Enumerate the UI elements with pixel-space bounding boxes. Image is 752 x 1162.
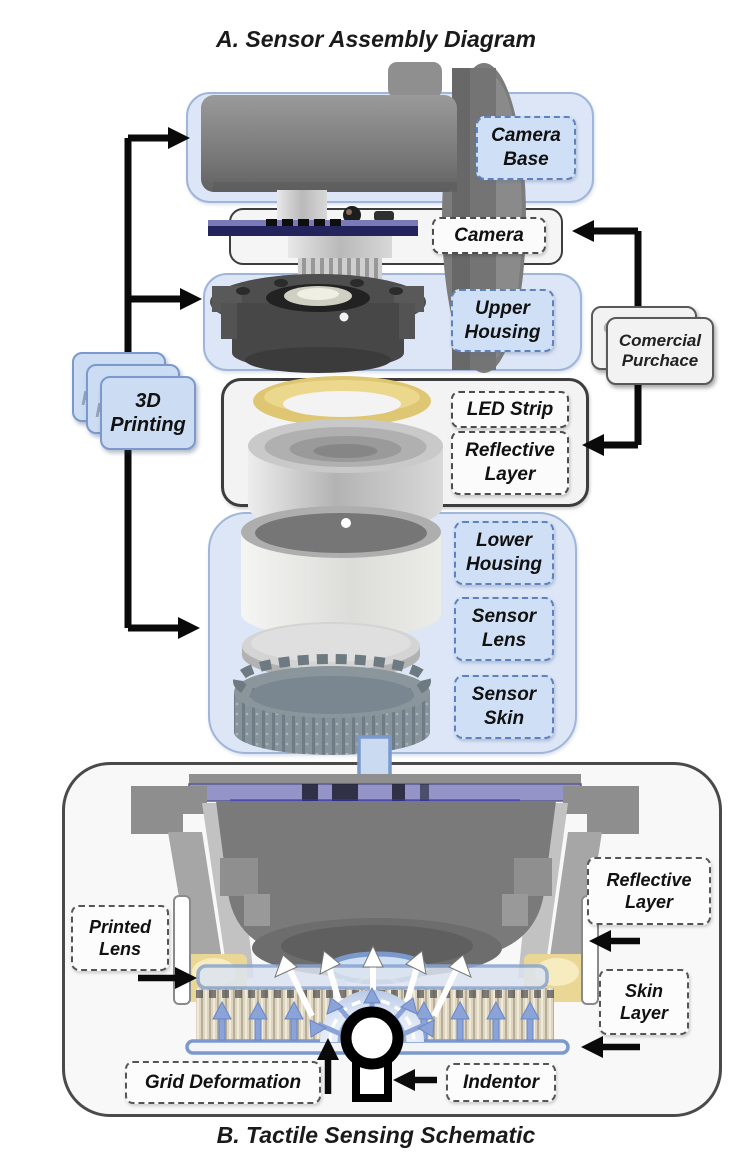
section-a-title: A. Sensor Assembly Diagram [216, 26, 536, 52]
label-skin-layer: Skin Layer [599, 969, 689, 1035]
label-camera: Camera [432, 217, 546, 254]
lower-housing-render [241, 506, 441, 638]
label-sensor-skin: Sensor Skin [454, 675, 554, 739]
indentor-render [340, 1006, 404, 1102]
card-comercial-purchace: Comercial Purchace [606, 317, 714, 385]
label-camera-base: Camera Base [476, 116, 576, 180]
arrowheads-3d-printing [168, 127, 202, 639]
led-strip-render [253, 376, 431, 426]
label-sensor-lens: Sensor Lens [454, 597, 554, 661]
label-indentor: Indentor [446, 1063, 556, 1102]
upper-housing-render [210, 274, 426, 373]
label-reflective-layer-b: Reflective Layer [587, 857, 711, 925]
label-grid-deformation: Grid Deformation [125, 1061, 321, 1104]
light-ray-arrowheads [274, 944, 472, 978]
label-upper-housing: Upper Housing [451, 289, 554, 352]
label-reflective-layer-a: Reflective Layer [451, 431, 569, 495]
section-b-title: B. Tactile Sensing Schematic [216, 1122, 536, 1148]
b-annotation-arrowheads [175, 930, 611, 1091]
arrowheads-commercial [572, 220, 604, 456]
sensor-skin-render [233, 654, 431, 755]
b-annotation-arrows [138, 937, 640, 1094]
label-printed-lens: Printed Lens [71, 905, 169, 971]
label-lower-housing: Lower Housing [454, 521, 554, 585]
card-3d-printing: 3D Printing [100, 376, 196, 450]
label-led-strip: LED Strip [451, 391, 569, 428]
